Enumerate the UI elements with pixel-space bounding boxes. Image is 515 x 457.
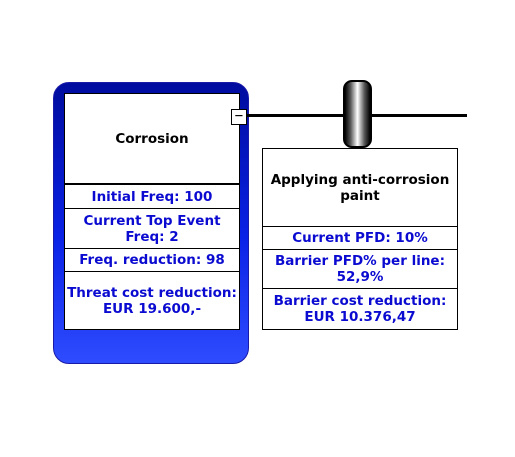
threat-freq-reduction: Freq. reduction: 98 bbox=[64, 248, 240, 272]
barrier-bar-icon[interactable] bbox=[343, 80, 372, 148]
barrier-title: Applying anti-corrosion paint bbox=[262, 148, 458, 227]
threat-initial-freq: Initial Freq: 100 bbox=[64, 184, 240, 209]
threat-current-top-event-freq: Current Top Event Freq: 2 bbox=[64, 208, 240, 249]
barrier-current-pfd: Current PFD: 10% bbox=[262, 226, 458, 250]
barrier-cost-reduction: Barrier cost reduction: EUR 10.376,47 bbox=[262, 288, 458, 330]
barrier-pfd-per-line: Barrier PFD% per line: 52,9% bbox=[262, 249, 458, 289]
threat-cost-reduction: Threat cost reduction: EUR 19.600,- bbox=[64, 271, 240, 330]
collapse-toggle-icon[interactable]: − bbox=[231, 109, 247, 125]
threat-title: Corrosion bbox=[64, 93, 240, 184]
